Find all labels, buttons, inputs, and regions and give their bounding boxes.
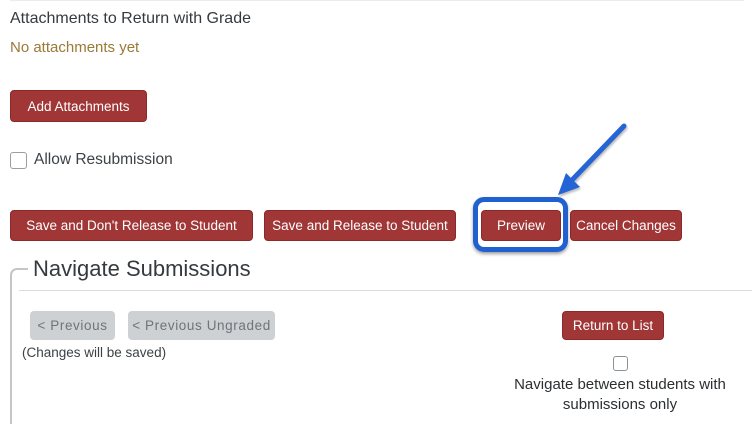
- previous-ungraded-button[interactable]: < Previous Ungraded: [128, 311, 275, 340]
- navigate-section-divider: [19, 290, 752, 291]
- attachments-section-title: Attachments to Return with Grade: [10, 10, 251, 27]
- changes-saved-note: (Changes will be saved): [22, 345, 167, 360]
- preview-button[interactable]: Preview: [481, 210, 561, 241]
- attachments-status-text: No attachments yet: [10, 39, 140, 56]
- submissions-only-label: Navigate between students with submissio…: [514, 376, 726, 413]
- return-to-list-button[interactable]: Return to List: [562, 311, 664, 340]
- allow-resubmission-label: Allow Resubmission: [34, 151, 173, 168]
- save-release-button[interactable]: Save and Release to Student: [264, 210, 456, 241]
- navigate-submissions-title: Navigate Submissions: [33, 256, 251, 281]
- top-divider: [10, 0, 744, 1]
- allow-resubmission-checkbox[interactable]: [10, 151, 27, 169]
- submissions-only-checkbox[interactable]: [613, 356, 628, 371]
- previous-button[interactable]: < Previous: [30, 311, 115, 340]
- navigate-fieldset-border: [10, 268, 28, 424]
- add-attachments-button[interactable]: Add Attachments: [10, 90, 147, 122]
- cancel-changes-button[interactable]: Cancel Changes: [570, 210, 682, 241]
- allow-resubmission-row: Allow Resubmission: [10, 150, 173, 170]
- annotation-arrow-icon: [558, 123, 627, 195]
- save-dont-release-button[interactable]: Save and Don't Release to Student: [10, 210, 253, 241]
